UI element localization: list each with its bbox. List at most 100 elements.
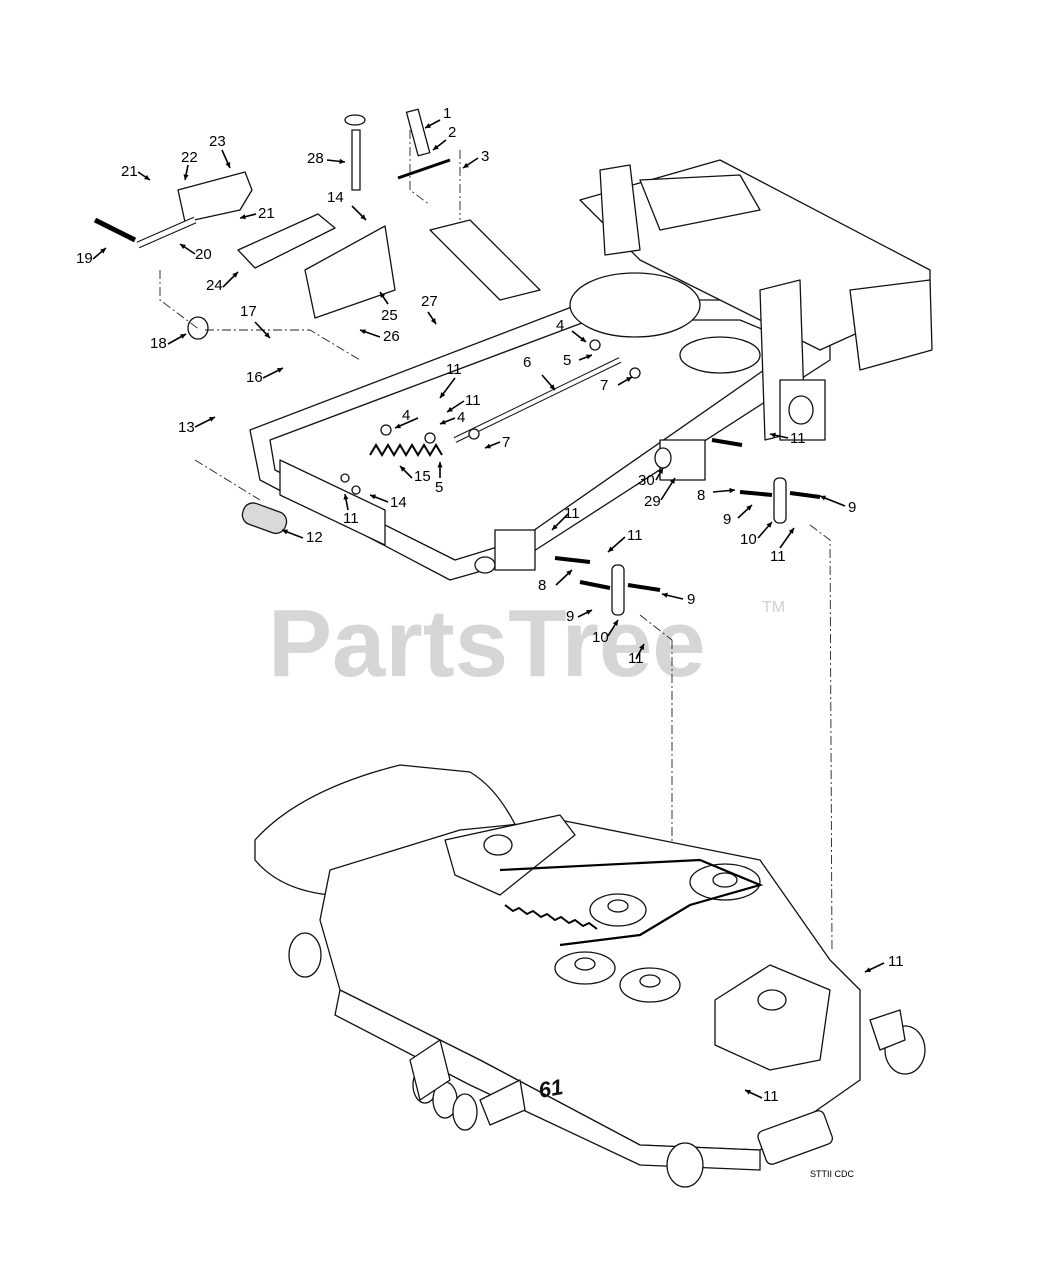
- arrowhead: [144, 174, 150, 180]
- callout-13: 13: [178, 419, 195, 436]
- arrowhead: [586, 354, 592, 360]
- callout-20: 20: [195, 246, 212, 263]
- arrowhead: [746, 505, 752, 511]
- arrowhead: [662, 592, 668, 598]
- callout-11: 11: [770, 548, 786, 565]
- callout-24: 24: [206, 277, 223, 294]
- arrowhead: [658, 468, 663, 474]
- callout-8: 8: [697, 487, 705, 504]
- arrowhead: [360, 329, 366, 335]
- callout-9: 9: [723, 511, 731, 528]
- callout-9: 9: [848, 499, 856, 516]
- arrowhead: [626, 377, 632, 382]
- callout-11: 11: [446, 361, 462, 378]
- arrowhead: [463, 162, 469, 168]
- callout-17: 17: [240, 303, 257, 320]
- arrowhead: [820, 495, 826, 501]
- deck-size-label: 61: [537, 1074, 565, 1103]
- callout-22: 22: [181, 149, 198, 166]
- arrowhead: [400, 466, 406, 472]
- arrowhead: [264, 332, 270, 338]
- arrowhead: [282, 529, 288, 535]
- arrowhead: [100, 248, 106, 254]
- callout-19: 19: [76, 250, 93, 267]
- arrowhead: [552, 524, 558, 530]
- callout-labels: 1 2 3 4 4 4 5 5 6 7 7 8 8 9 9 9 9 10 10 …: [76, 105, 904, 1105]
- arrowhead: [277, 368, 283, 373]
- arrowhead: [380, 292, 386, 298]
- callout-11: 11: [627, 527, 643, 544]
- callout-11: 11: [763, 1088, 779, 1105]
- callout-11: 11: [790, 430, 806, 447]
- callout-4: 4: [556, 317, 564, 334]
- callout-29: 29: [644, 493, 661, 510]
- callout-1: 1: [443, 105, 451, 122]
- arrowhead: [770, 432, 776, 438]
- callout-10: 10: [592, 629, 609, 646]
- callout-16: 16: [246, 369, 263, 386]
- arrowhead: [183, 174, 189, 180]
- callout-4: 4: [457, 409, 465, 426]
- callout-2: 2: [448, 124, 456, 141]
- callout-arrows: [92, 119, 885, 1099]
- arrowhead: [586, 610, 592, 615]
- callout-11: 11: [888, 953, 904, 970]
- arrowhead: [209, 417, 215, 422]
- callout-11: 11: [465, 392, 481, 409]
- callout-15: 15: [414, 468, 431, 485]
- arrowhead: [612, 620, 618, 626]
- arrowhead: [225, 162, 231, 168]
- arrowhead: [580, 336, 586, 342]
- arrowhead: [437, 462, 443, 468]
- callout-27: 27: [421, 293, 438, 310]
- callout-5: 5: [435, 479, 443, 496]
- arrowhead: [430, 318, 436, 324]
- callout-30: 30: [638, 472, 655, 489]
- callout-11: 11: [343, 510, 359, 527]
- arrowhead: [339, 158, 345, 164]
- callout-12: 12: [306, 529, 323, 546]
- arrowhead: [232, 272, 238, 278]
- arrowhead: [370, 494, 376, 500]
- callout-4: 4: [402, 407, 410, 424]
- small-parts-upper-left: [93, 108, 451, 535]
- callout-7: 7: [502, 434, 510, 451]
- arrowhead: [766, 522, 772, 528]
- mower-deck: 61: [254, 764, 926, 1188]
- callout-3: 3: [481, 148, 489, 165]
- callout-8: 8: [538, 577, 546, 594]
- arrowhead: [447, 406, 453, 412]
- arrowhead: [240, 214, 246, 220]
- link-plates: [554, 438, 821, 616]
- callout-9: 9: [566, 608, 574, 625]
- callout-10: 10: [740, 531, 757, 548]
- arrowhead: [549, 384, 555, 390]
- arrowhead: [485, 443, 491, 449]
- callout-7: 7: [600, 377, 608, 394]
- arrowhead: [745, 1089, 751, 1095]
- arrowhead: [440, 419, 446, 425]
- callout-11: 11: [564, 505, 580, 522]
- callout-6: 6: [523, 354, 531, 371]
- arrowhead: [180, 334, 186, 339]
- drawing-code: STTII CDC: [810, 1169, 854, 1179]
- arrowhead: [669, 478, 675, 484]
- callout-26: 26: [383, 328, 400, 345]
- alignment-lines: [159, 130, 833, 1045]
- callout-11: 11: [628, 650, 644, 667]
- arrowhead: [608, 546, 614, 552]
- arrowhead: [395, 423, 401, 429]
- callout-18: 18: [150, 335, 167, 352]
- arrowhead: [425, 123, 431, 128]
- arrowhead: [433, 144, 439, 150]
- arrowhead: [180, 244, 186, 250]
- arrowhead: [639, 644, 644, 650]
- callout-25: 25: [381, 307, 398, 324]
- watermark: PartsTree: [268, 590, 706, 697]
- arrowhead: [360, 214, 366, 220]
- frame-assembly: [249, 159, 933, 581]
- arrowhead: [566, 570, 572, 576]
- callout-21: 21: [258, 205, 275, 222]
- spring-part-15: [369, 443, 443, 457]
